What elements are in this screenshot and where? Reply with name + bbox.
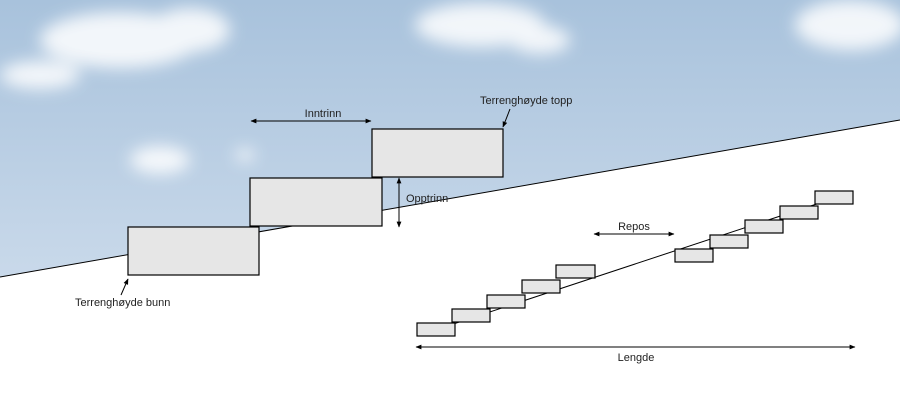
large-step-1 (127, 226, 260, 276)
large-step-2 (249, 177, 383, 227)
terrenghoyde-topp-label: Terrenghøyde topp (480, 95, 572, 107)
small-step (555, 264, 596, 279)
cloud (0, 61, 80, 89)
small-step (451, 308, 491, 323)
terrenghoyde-bunn-label: Terrenghøyde bunn (75, 297, 170, 309)
small-stair (416, 190, 854, 337)
lengde-label: Lengde (618, 352, 655, 364)
cloud (150, 8, 230, 52)
small-step (521, 279, 561, 294)
terrenghoyde-topp-pointer (502, 108, 511, 128)
small-step (744, 219, 784, 234)
small-step (709, 234, 749, 249)
cloud (235, 149, 255, 161)
opptrinn-label: Opptrinn (406, 193, 448, 205)
clouds (0, 0, 900, 174)
small-step (814, 190, 854, 205)
small-step (416, 322, 456, 337)
small-step (486, 294, 526, 309)
cloud (510, 26, 570, 54)
cloud (130, 146, 190, 174)
inntrinn-label: Inntrinn (305, 108, 342, 120)
small-step (674, 248, 714, 263)
small-step (779, 205, 819, 220)
terrenghoyde-bunn-pointer (120, 278, 129, 296)
repos-label: Repos (618, 221, 650, 233)
large-step-3 (371, 128, 504, 178)
cloud (795, 0, 900, 50)
